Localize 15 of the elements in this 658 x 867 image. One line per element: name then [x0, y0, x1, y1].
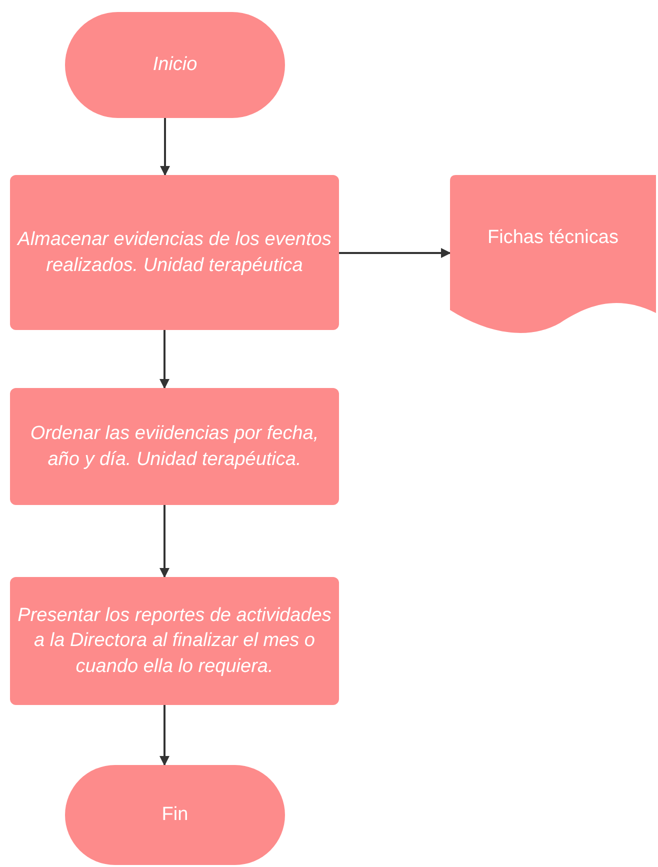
node-label: Presentar los reportes de actividades a la Directora al finalizar el mes o cuando ella lo requiera. [16, 604, 332, 679]
node-label: Inicio [152, 53, 198, 78]
arrow [160, 505, 170, 578]
arrow [160, 118, 170, 176]
node-label: Almacenar evidencias de los eventos realizados. Unidad terapéutica [16, 228, 332, 278]
process-box [10, 388, 339, 505]
arrow [160, 330, 170, 389]
node-label: Ordenar las eviidencias por fecha, año y día. Unidad terapéutica. [29, 422, 320, 472]
arrow [339, 248, 451, 258]
document-shape [450, 175, 656, 335]
node-label: Fin [162, 803, 188, 828]
arrow [160, 705, 170, 766]
node-label: Fichas técnicas [488, 226, 618, 250]
process-box [10, 577, 339, 705]
process-box [10, 175, 339, 330]
